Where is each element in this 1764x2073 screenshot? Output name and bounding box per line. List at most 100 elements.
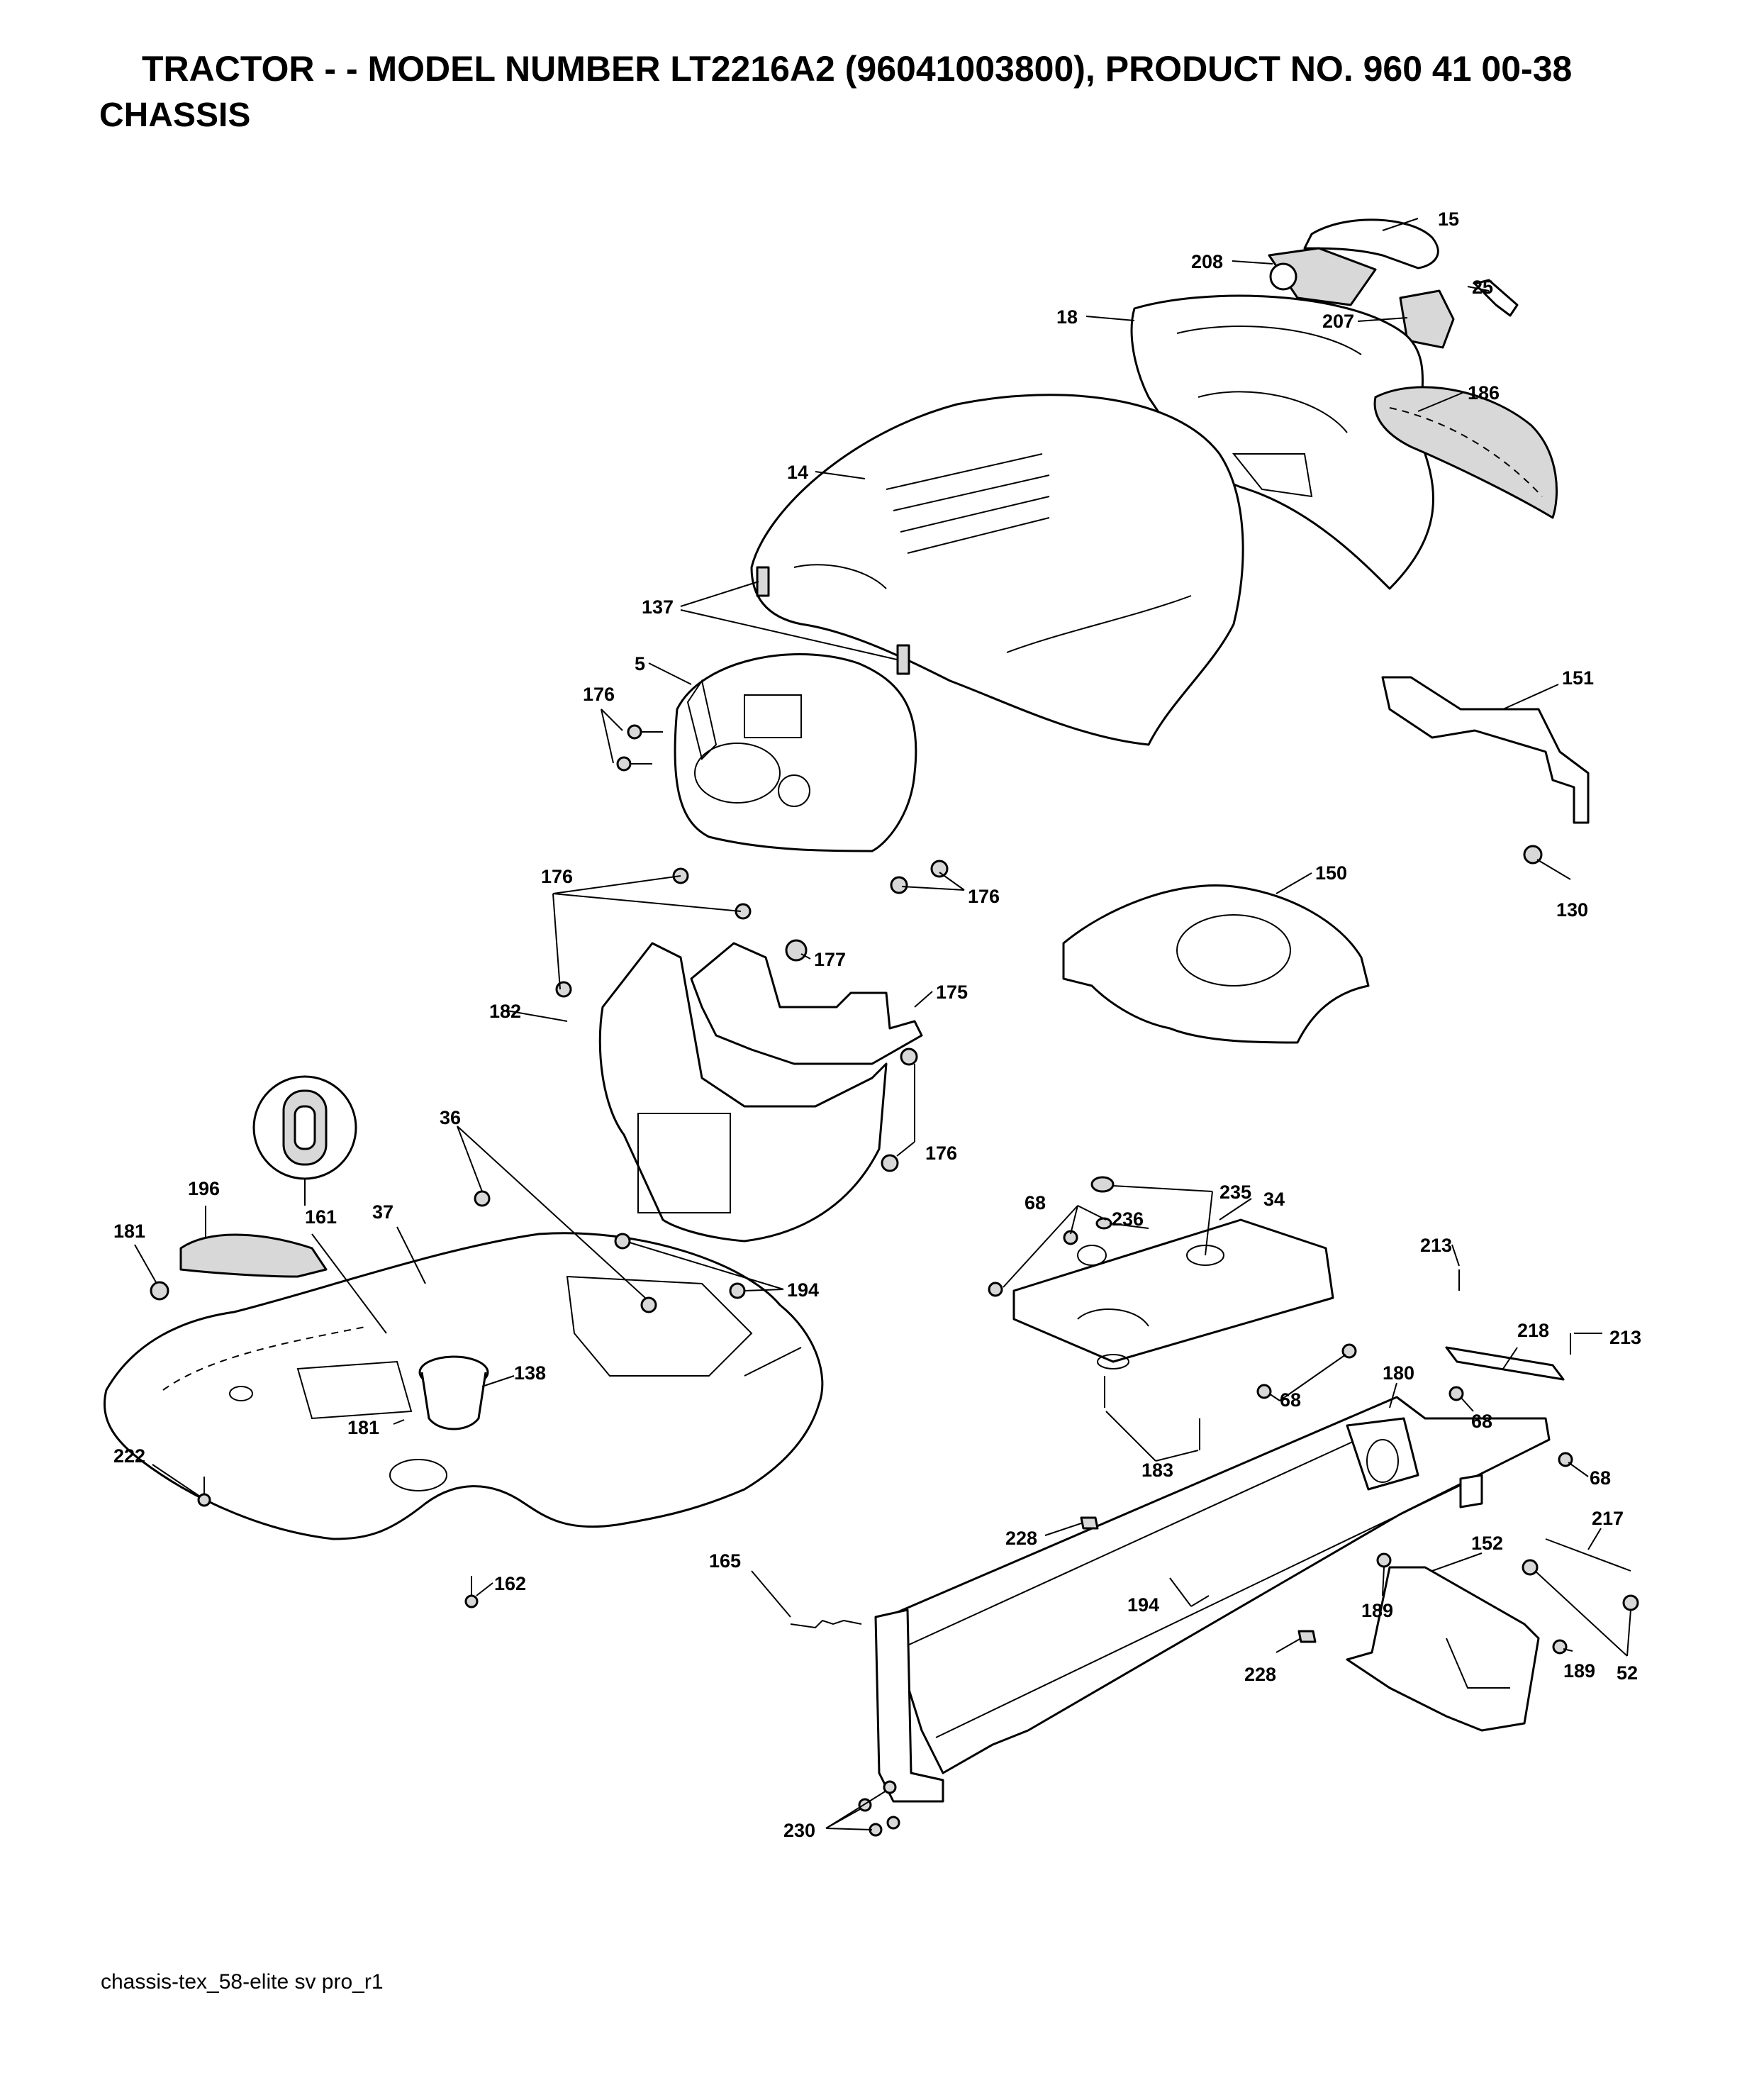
- callout-68-d: 68: [1590, 1467, 1611, 1489]
- callout-196: 196: [188, 1178, 220, 1199]
- part-5-dash-panel: [674, 653, 917, 852]
- callout-68-c: 68: [1471, 1411, 1492, 1432]
- part-207-headlight: [1399, 289, 1455, 349]
- callout-230: 230: [783, 1820, 815, 1841]
- part-177-connector: [785, 939, 808, 962]
- part-165-rod: [790, 1619, 862, 1629]
- callout-15: 15: [1438, 209, 1459, 230]
- part-138-boot: [418, 1355, 489, 1430]
- part-182-lower-console: [598, 942, 888, 1243]
- callout-176-b: 176: [968, 886, 1000, 907]
- callout-176-c: 176: [541, 866, 573, 887]
- callout-52: 52: [1617, 1662, 1638, 1684]
- callout-181-b: 181: [347, 1417, 379, 1438]
- part-230-bolt: [858, 1780, 900, 1837]
- callout-150: 150: [1315, 862, 1347, 884]
- callout-151: 151: [1562, 667, 1594, 689]
- callout-183: 183: [1141, 1460, 1173, 1481]
- part-180-frame: [874, 1396, 1551, 1803]
- part-218-bar: [1445, 1346, 1565, 1381]
- part-176-bolt: [616, 724, 663, 772]
- callout-130: 130: [1556, 899, 1588, 921]
- callout-180: 180: [1383, 1362, 1414, 1384]
- part-15-lens-cover: [1303, 218, 1439, 269]
- part-228-clip: [1080, 1516, 1099, 1530]
- part-162-screw: [464, 1576, 479, 1608]
- part-34-seat-plate: [1012, 1218, 1334, 1369]
- part-151-bracket: [1381, 676, 1590, 824]
- part-194-nut: [614, 1233, 631, 1250]
- callout-177: 177: [814, 949, 846, 970]
- part-137-pad: [896, 644, 910, 675]
- part-217-rod: [1545, 1538, 1631, 1572]
- callout-176-a: 176: [583, 684, 615, 705]
- part-36-screw: [474, 1190, 491, 1207]
- callout-189-b: 189: [1563, 1660, 1595, 1682]
- part-186-grille-mesh: [1373, 386, 1558, 519]
- part-14-hood: [750, 394, 1244, 746]
- callout-182: 182: [489, 1001, 521, 1022]
- part-150-air-baffle: [1062, 884, 1370, 1044]
- part-36-screw: [640, 1296, 657, 1313]
- part-194-nut: [729, 1282, 746, 1299]
- callout-34: 34: [1263, 1189, 1285, 1210]
- section-title: CHASSIS: [99, 96, 251, 134]
- part-68-bolt: [1341, 1343, 1357, 1359]
- callout-138: 138: [514, 1362, 546, 1384]
- part-189-bolt: [1376, 1552, 1392, 1568]
- part-68-bolt: [988, 1282, 1003, 1297]
- part-161-detail-inset: [252, 1075, 357, 1180]
- part-235-spacer: [1090, 1176, 1115, 1193]
- part-137-pad: [756, 566, 770, 597]
- part-222-screw: [197, 1477, 211, 1507]
- callout-228-a: 228: [1005, 1528, 1037, 1549]
- part-68-bolt: [1448, 1386, 1464, 1401]
- callout-5: 5: [635, 653, 645, 674]
- part-175-bracket: [690, 942, 923, 1065]
- callout-162: 162: [494, 1573, 526, 1594]
- part-152-cover: [1346, 1566, 1540, 1732]
- callout-222: 222: [113, 1445, 145, 1467]
- callout-161: 161: [305, 1206, 337, 1228]
- callout-25: 25: [1472, 277, 1493, 298]
- callout-207: 207: [1322, 311, 1354, 332]
- callout-236: 236: [1112, 1208, 1144, 1230]
- part-208-headlight: [1268, 247, 1377, 306]
- callout-137: 137: [642, 596, 674, 618]
- part-52-nut: [1622, 1594, 1639, 1611]
- callout-186: 186: [1468, 382, 1500, 404]
- callout-68-b: 68: [1280, 1389, 1301, 1411]
- part-130-screw: [1523, 845, 1543, 865]
- callout-228-b: 228: [1244, 1664, 1276, 1685]
- callout-217: 217: [1592, 1508, 1624, 1529]
- part-236-spacer: [1095, 1217, 1112, 1230]
- callout-18: 18: [1056, 306, 1078, 328]
- drawing-id: chassis-tex_58-elite sv pro_r1: [101, 1970, 384, 1994]
- callout-152: 152: [1471, 1533, 1503, 1554]
- part-18-grille-housing: [1130, 294, 1434, 590]
- part-25-clip: [1473, 279, 1519, 317]
- callout-165: 165: [709, 1550, 741, 1572]
- callout-213-a: 213: [1420, 1235, 1452, 1256]
- part-228-clip: [1297, 1630, 1317, 1643]
- callout-218: 218: [1517, 1320, 1549, 1341]
- part-52-nut: [1522, 1559, 1539, 1576]
- part-196-cover: [179, 1233, 328, 1278]
- callout-194-a: 194: [787, 1279, 819, 1301]
- callout-194-b: 194: [1127, 1594, 1159, 1616]
- callout-235: 235: [1219, 1182, 1251, 1203]
- callout-14: 14: [787, 462, 808, 483]
- callout-175: 175: [936, 982, 968, 1003]
- callout-181-a: 181: [113, 1221, 145, 1242]
- leader-lines: [134, 218, 1631, 1830]
- callout-189-a: 189: [1361, 1600, 1393, 1621]
- callout-68-a: 68: [1025, 1192, 1046, 1213]
- page-title: TRACTOR - - MODEL NUMBER LT2216A2 (96041…: [142, 49, 1573, 89]
- part-68-bolt: [1256, 1384, 1272, 1399]
- callout-176-d: 176: [925, 1143, 957, 1164]
- part-181-clip: [150, 1281, 169, 1301]
- part-189-bolt: [1552, 1639, 1568, 1655]
- callout-213-b: 213: [1609, 1327, 1641, 1348]
- callout-208: 208: [1191, 251, 1223, 272]
